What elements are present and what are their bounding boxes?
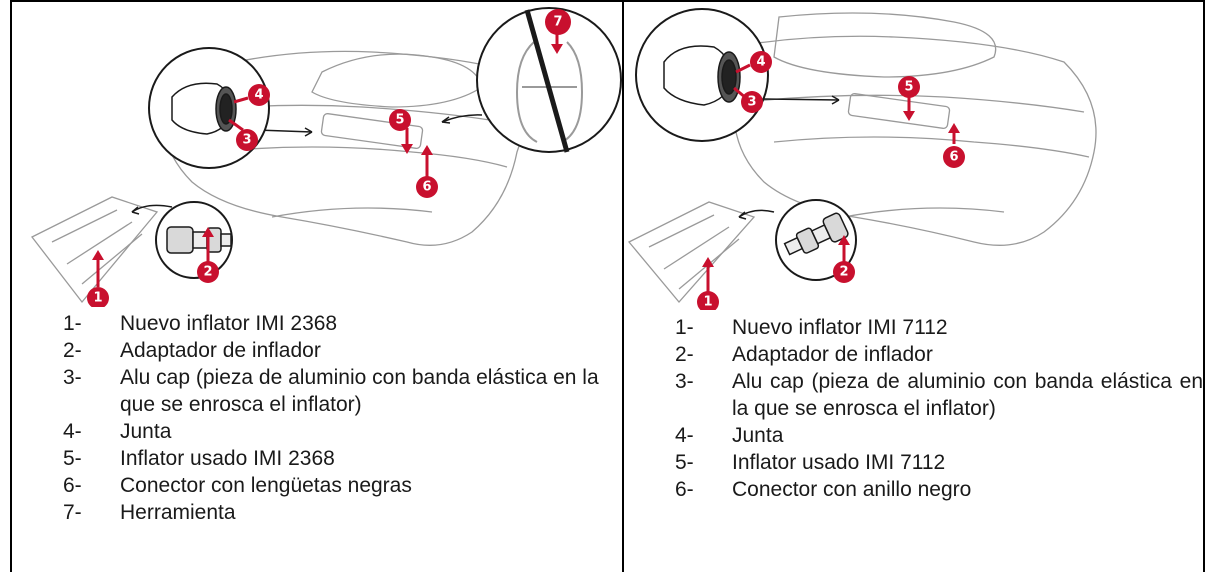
svg-text:3: 3 — [747, 95, 756, 110]
list-item: 7-Herramienta — [63, 501, 236, 524]
right-panel: 1 2 3 4 5 6 1-Nuevo inflator IMI 7112 2-… — [624, 2, 1203, 572]
table-frame — [10, 0, 1205, 572]
list-item: 1-Nuevo inflator IMI 2368 — [63, 312, 338, 335]
badge-4: 4 — [750, 51, 772, 73]
list-item: 3-Alu cap (pieza de aluminio con banda e… — [675, 370, 1203, 420]
svg-text:2: 2 — [839, 265, 848, 280]
list-item: 4-Junta — [63, 420, 172, 443]
svg-text:1: 1 — [93, 291, 102, 306]
svg-text:5: 5 — [395, 113, 404, 128]
list-item: 2-Adaptador de inflador — [63, 339, 321, 362]
left-illustration: 1 2 3 4 5 6 7 — [31, 7, 622, 307]
svg-text:3: 3 — [242, 133, 251, 148]
column-divider — [622, 0, 624, 572]
svg-text:2: 2 — [203, 265, 212, 280]
svg-text:6: 6 — [949, 150, 958, 165]
badge-1: 1 — [697, 291, 719, 310]
svg-text:1: 1 — [703, 295, 712, 310]
badge-2: 2 — [197, 261, 219, 283]
list-item: 1-Nuevo inflator IMI 7112 — [675, 316, 948, 339]
list-item: 5-Inflator usado IMI 7112 — [675, 451, 946, 474]
left-panel: 1 2 3 4 5 6 7 1-Nuevo inflator IMI 2368 … — [12, 2, 622, 572]
svg-text:6: 6 — [422, 180, 431, 195]
badge-5: 5 — [898, 76, 920, 98]
svg-text:4: 4 — [756, 55, 765, 70]
left-badges: 1 2 3 4 5 6 7 — [87, 9, 571, 307]
badge-2: 2 — [833, 261, 855, 283]
badge-3: 3 — [236, 129, 258, 151]
badge-5: 5 — [389, 109, 411, 131]
right-badges: 1 2 3 4 5 6 — [697, 51, 965, 310]
list-item: 6-Conector con anillo negro — [675, 478, 972, 501]
svg-text:5: 5 — [904, 80, 913, 95]
badge-6: 6 — [416, 176, 438, 198]
list-item: 6-Conector con lengüetas negras — [63, 474, 412, 497]
svg-text:7: 7 — [553, 15, 562, 30]
list-item: 2-Adaptador de inflador — [675, 343, 933, 366]
badge-3: 3 — [741, 91, 763, 113]
badge-1: 1 — [87, 287, 109, 307]
badge-6: 6 — [943, 146, 965, 168]
list-item: 5-Inflator usado IMI 2368 — [63, 447, 335, 470]
badge-4: 4 — [248, 84, 270, 106]
badge-7: 7 — [545, 9, 571, 35]
list-item: 3-Alu cap (pieza de aluminio con banda e… — [63, 366, 599, 416]
right-legend: 1-Nuevo inflator IMI 7112 2-Adaptador de… — [675, 314, 1203, 503]
svg-text:4: 4 — [254, 88, 263, 103]
left-legend: 1-Nuevo inflator IMI 2368 2-Adaptador de… — [63, 310, 623, 526]
list-item: 4-Junta — [675, 424, 784, 447]
right-illustration: 1 2 3 4 5 6 — [627, 8, 1097, 310]
